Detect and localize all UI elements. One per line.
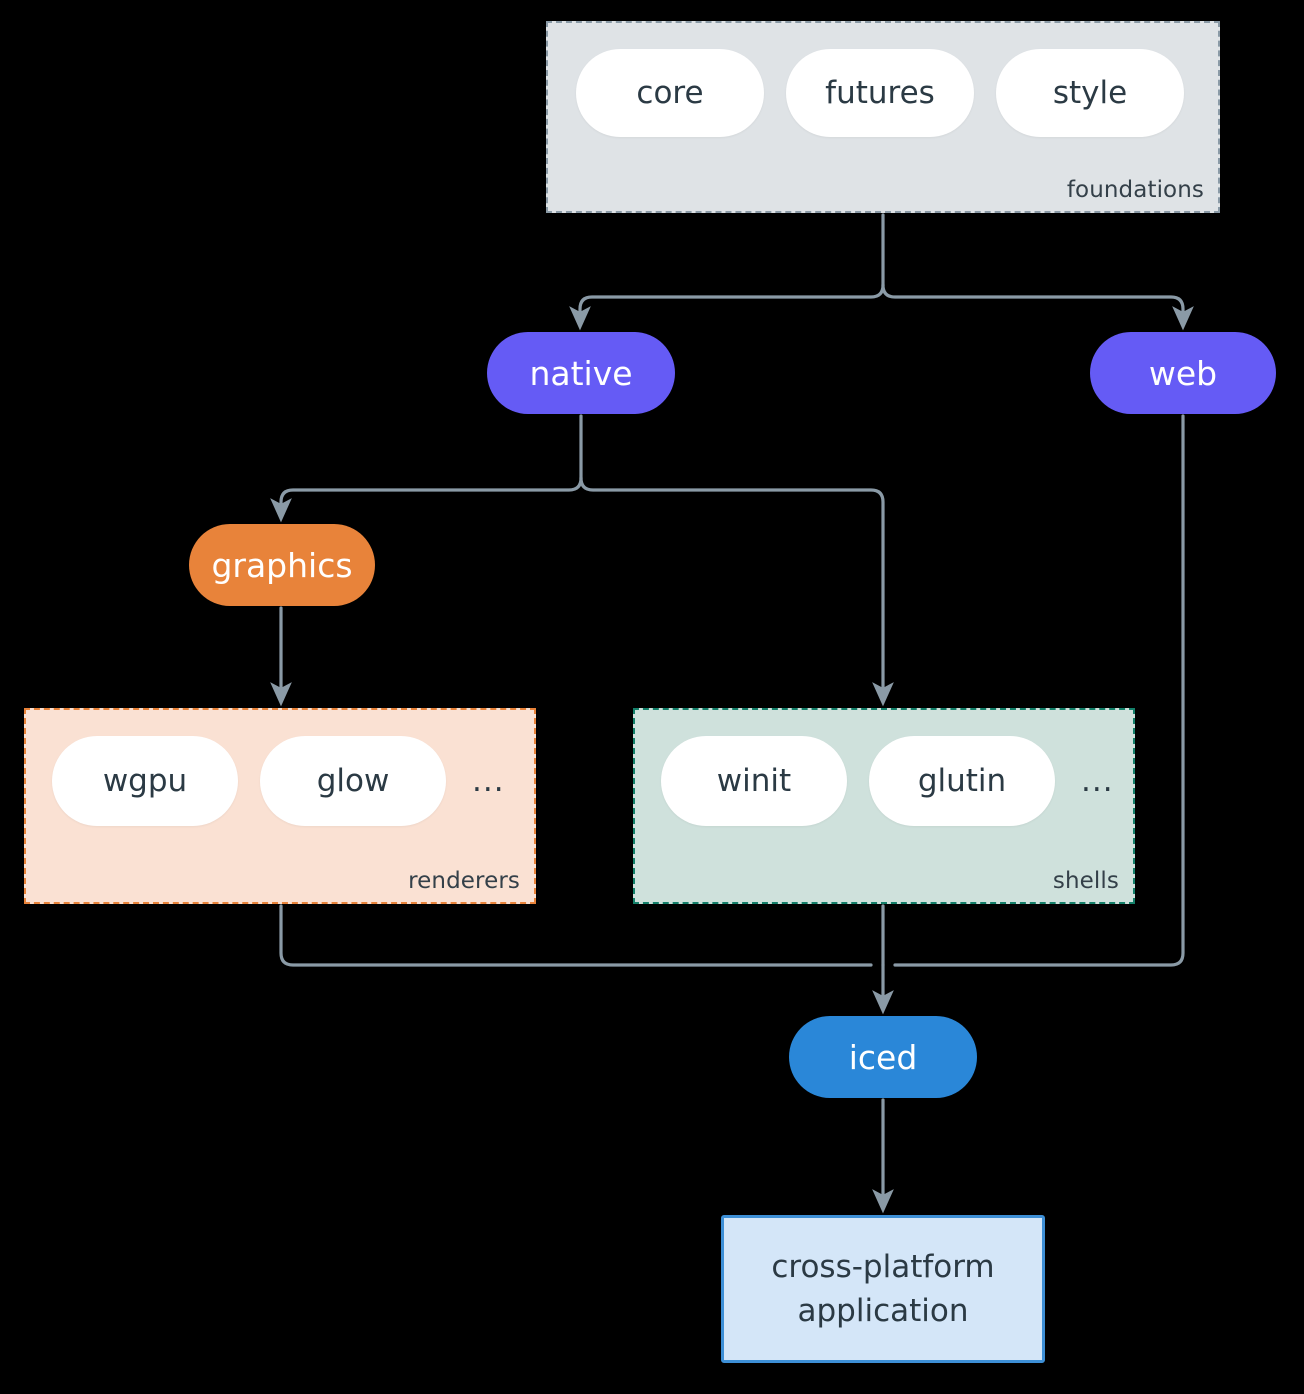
- group-renderers-items: wgpu glow ...: [52, 736, 505, 826]
- chip-wgpu-label: wgpu: [102, 763, 188, 799]
- chip-core[interactable]: core: [576, 49, 764, 137]
- group-foundations[interactable]: core futures style foundations: [546, 21, 1220, 213]
- node-graphics-label: graphics: [211, 545, 353, 585]
- chip-wgpu[interactable]: wgpu: [52, 736, 238, 826]
- edge-foundations-to-native: [569, 283, 885, 331]
- node-web[interactable]: web: [1090, 332, 1276, 414]
- group-shells-label: shells: [1052, 868, 1119, 894]
- node-web-label: web: [1148, 353, 1218, 393]
- edge-native-to-graphics: [270, 476, 583, 523]
- chip-winit[interactable]: winit: [661, 736, 847, 826]
- application-label-line2: application: [797, 1293, 969, 1329]
- chip-style[interactable]: style: [996, 49, 1184, 137]
- node-graphics[interactable]: graphics: [189, 524, 375, 606]
- edge-foundations-to-web: [881, 283, 1194, 331]
- chip-glutin-label: glutin: [917, 763, 1007, 799]
- chip-futures-label: futures: [825, 75, 935, 111]
- node-cross-platform-application[interactable]: cross-platform application: [721, 1215, 1045, 1363]
- shells-ellipsis: ...: [1081, 762, 1114, 799]
- renderers-ellipsis: ...: [472, 762, 505, 799]
- chip-glow-label: glow: [316, 763, 390, 799]
- chip-glow[interactable]: glow: [260, 736, 446, 826]
- edge-native-to-shells: [579, 476, 894, 707]
- application-label-line1: cross-platform: [771, 1248, 995, 1285]
- edge-renderers-to-iced: [279, 904, 873, 967]
- chip-style-label: style: [1052, 75, 1128, 111]
- chip-futures[interactable]: futures: [786, 49, 974, 137]
- group-renderers[interactable]: wgpu glow ... renderers: [24, 708, 536, 904]
- node-iced-label: iced: [848, 1037, 918, 1077]
- group-foundations-items: core futures style: [576, 49, 1184, 137]
- chip-core-label: core: [636, 75, 704, 111]
- node-native[interactable]: native: [487, 332, 675, 414]
- group-shells[interactable]: winit glutin ... shells: [633, 708, 1135, 904]
- chip-glutin[interactable]: glutin: [869, 736, 1055, 826]
- group-shells-items: winit glutin ...: [661, 736, 1114, 826]
- group-foundations-label: foundations: [1066, 177, 1204, 203]
- group-renderers-label: renderers: [408, 868, 520, 894]
- chip-winit-label: winit: [716, 763, 792, 799]
- node-native-label: native: [529, 353, 633, 393]
- node-iced[interactable]: iced: [789, 1016, 977, 1098]
